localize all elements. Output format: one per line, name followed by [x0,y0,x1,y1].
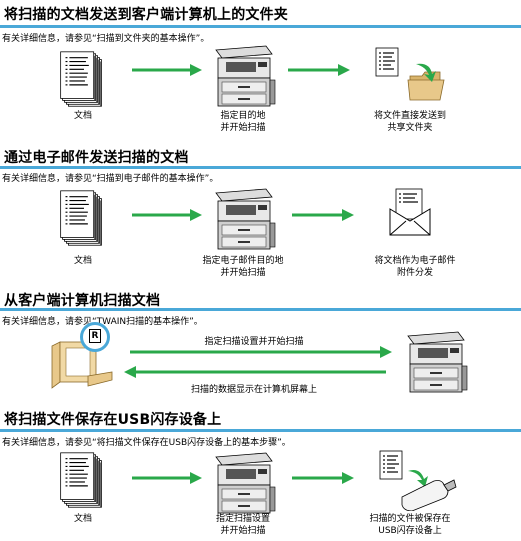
caption-scan-step: 指定目的地 并开始扫描 [220,111,266,133]
arrow-right-icon [292,209,354,221]
reference-text: 有关详细信息，请参见“将扫描文件保存在USB闪存设备上的基本步骤”。 [2,438,291,448]
computer-icon [51,341,113,389]
usb-flash-drive-icon [401,470,457,511]
arrow-right-icon [132,64,202,76]
section-title: 通过电子邮件发送扫描的文档 [4,150,189,166]
section-title: 将扫描的文档发送到客户端计算机上的文件夹 [4,7,288,23]
reference-text: 有关详细信息，请参见“扫描到文件夹的基本操作”。 [2,34,210,44]
caption-result: 将文档作为电子邮件 附件分发 [374,256,456,278]
reference-text: 有关详细信息，请参见“TWAIN扫描的基本操作”。 [2,317,203,327]
document-stack-icon [58,447,108,515]
caption-document: 文档 [73,514,92,524]
arrow-label-result: 扫描的数据显示在计算机屏幕上 [190,385,317,395]
folder-icon [407,63,445,101]
arrow-label-request: 指定扫描设置并开始扫描 [204,337,304,347]
caption-scan-step: 指定电子邮件目的地 并开始扫描 [202,256,284,278]
caption-document: 文档 [73,256,92,266]
arrow-right-icon [292,472,354,484]
section-title: 将扫描文件保存在USB闪存设备上 [4,412,222,428]
envelope-icon [389,188,431,236]
section-rule [0,166,521,169]
caption-result: 将文件直接发送到 共享文件夹 [373,111,446,133]
section-rule [0,429,521,432]
reference-text: 有关详细信息，请参见“扫描到电子邮件的基本操作”。 [2,174,219,184]
sheet-icon [374,46,404,80]
copier-scanner-icon [208,183,278,253]
copier-scanner-icon [400,326,470,396]
copier-scanner-icon [208,40,278,110]
section-scan-to-usb: 将扫描文件保存在USB闪存设备上 有关详细信息，请参见“将扫描文件保存在USB闪… [0,403,521,541]
arrow-right-icon [288,64,350,76]
section-twain-scan: 从客户端计算机扫描文档 有关详细信息，请参见“TWAIN扫描的基本操作”。 R … [0,286,521,403]
arrow-right-icon [132,472,202,484]
arrow-left-icon [124,366,386,378]
twain-badge: R [80,322,110,352]
section-scan-to-email: 通过电子邮件发送扫描的文档 有关详细信息，请参见“扫描到电子邮件的基本操作”。 … [0,143,521,286]
twain-badge-icon: R [89,329,101,343]
document-stack-icon [58,46,108,114]
document-stack-icon [58,185,108,253]
caption-result: 扫描的文件被保存在 USB闪存设备上 [369,514,451,536]
arrow-right-icon [130,346,392,358]
caption-scan-step: 指定扫描设置 并开始扫描 [215,514,270,536]
section-rule [0,308,521,311]
section-rule [0,25,521,28]
caption-document: 文档 [73,111,92,121]
section-title: 从客户端计算机扫描文档 [4,293,161,309]
arrow-right-icon [132,209,202,221]
copier-scanner-icon [208,447,278,517]
section-scan-to-folder: 将扫描的文档发送到客户端计算机上的文件夹 有关详细信息，请参见“扫描到文件夹的基… [0,0,521,143]
